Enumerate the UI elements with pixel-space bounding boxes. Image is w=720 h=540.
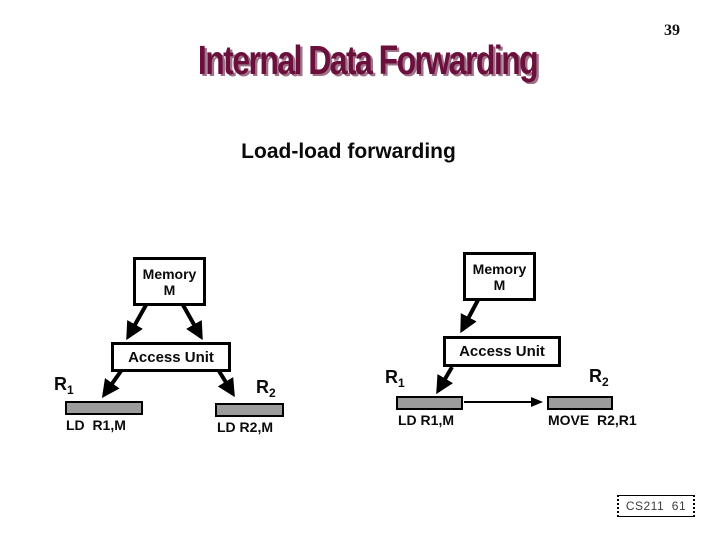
footer-label: CS211 61 xyxy=(625,499,687,513)
register-label-r1-left: R1 xyxy=(54,374,74,397)
memory-label: Memory xyxy=(472,260,527,277)
access-unit-label: Access Unit xyxy=(459,343,545,360)
page-number: 39 xyxy=(664,22,680,39)
register-label-r2-left: R2 xyxy=(256,377,276,400)
memory-m-label: M xyxy=(163,281,176,298)
register-sub: 2 xyxy=(269,386,276,400)
arrow-memory-to-access-right xyxy=(460,299,480,334)
register-label-r2-right: R2 xyxy=(589,366,609,389)
register-sub: 1 xyxy=(67,383,74,397)
register-bar-r2-left xyxy=(215,403,284,417)
register-base: R xyxy=(256,377,269,397)
footer-box: CS211 61 xyxy=(617,495,695,517)
subtitle-row: Load-load forwarding xyxy=(0,140,697,164)
register-sub: 1 xyxy=(398,376,405,390)
arrow-memory-to-access-left-2 xyxy=(181,304,203,341)
instruction-label: MOVE R2,R1 xyxy=(548,412,637,428)
access-unit-label: Access Unit xyxy=(128,348,214,366)
access-unit-box-left: Access Unit xyxy=(111,342,231,372)
arrow-access-to-r1-left xyxy=(101,369,123,398)
register-base: R xyxy=(589,366,602,386)
access-unit-box-right: Access Unit xyxy=(443,336,561,367)
register-label-r1-right: R1 xyxy=(385,367,405,390)
slide-subtitle: Load-load forwarding xyxy=(241,140,456,163)
arrow-access-to-r1-right xyxy=(436,365,454,395)
register-base: R xyxy=(385,367,398,387)
title-row: Internal Data Forwarding xyxy=(0,37,720,84)
slide-title: Internal Data Forwarding xyxy=(197,37,539,83)
instruction-label: LD R1,M xyxy=(398,412,454,428)
instruction-label: LD R1,M xyxy=(66,417,126,433)
instruction-label: LD R2,M xyxy=(217,419,273,435)
arrow-memory-to-access-left-1 xyxy=(126,304,148,341)
memory-label: Memory xyxy=(142,265,197,282)
memory-box-right: Memory M xyxy=(463,252,536,301)
register-bar-r1-left xyxy=(65,401,143,415)
register-sub: 2 xyxy=(602,375,609,389)
memory-m-label: M xyxy=(493,276,506,293)
arrow-access-to-r2-left xyxy=(217,369,235,398)
memory-box-left: Memory M xyxy=(133,257,206,306)
register-bar-r2-right xyxy=(547,396,613,410)
register-base: R xyxy=(54,374,67,394)
register-bar-r1-right xyxy=(396,396,463,410)
